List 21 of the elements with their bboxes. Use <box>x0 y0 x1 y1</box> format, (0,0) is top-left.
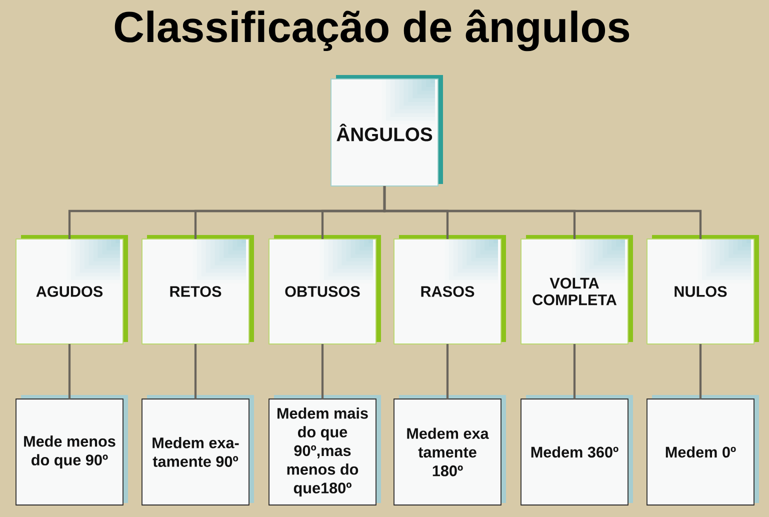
description-box: Medem exa- tamente 90º <box>142 395 254 506</box>
description-box: Medem 0º <box>646 395 759 506</box>
category-box: OBTUSOS <box>268 235 381 344</box>
connector-line <box>194 344 197 399</box>
connector-line <box>383 186 702 239</box>
title: Classificação de ângulos <box>114 10 630 52</box>
description-box: Medem 360º <box>520 395 633 506</box>
description-box: Medem exa tamente 180º <box>394 395 506 506</box>
connector-line <box>321 344 324 399</box>
connector-line <box>446 344 449 399</box>
category-box: RASOS <box>394 235 506 344</box>
category-box: AGUDOS <box>16 235 128 344</box>
category-box: RETOS <box>142 235 254 344</box>
connector-line <box>68 344 71 399</box>
description-box: Medem mais do que 90º,mas menos do que180º <box>268 395 381 506</box>
category-box: VOLTA COMPLETA <box>520 235 633 344</box>
connector-line <box>699 344 702 399</box>
description-box: Mede menos do que 90º <box>16 395 128 506</box>
category-box: NULOS <box>646 235 759 344</box>
connector-line <box>573 344 576 399</box>
concept-box: ÂNGULOS <box>330 75 443 186</box>
